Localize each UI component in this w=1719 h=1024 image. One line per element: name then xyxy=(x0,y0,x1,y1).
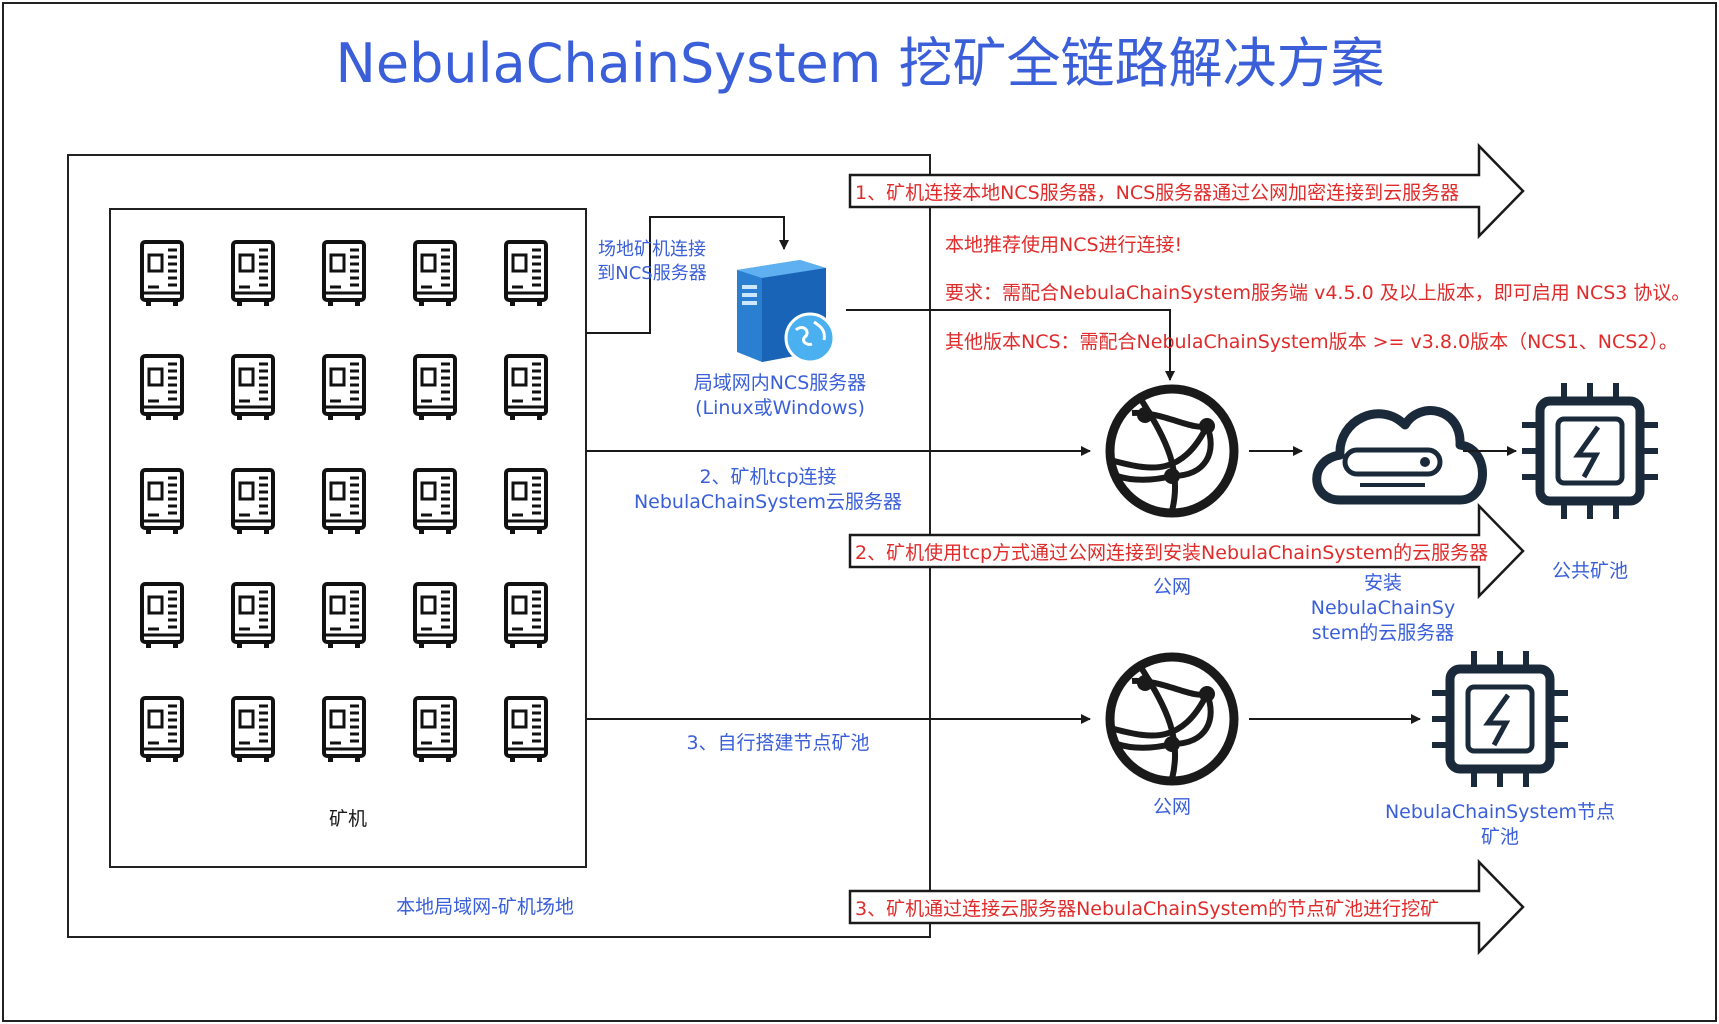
arrow2-label: 2、矿机使用tcp方式通过公网连接到安装NebulaChainSystem的云服… xyxy=(855,542,1488,564)
note-2: 要求：需配合NebulaChainSystem服务端 v4.5.0 及以上版本，… xyxy=(945,282,1690,304)
conn-self-label: 3、自行搭建节点矿池 xyxy=(686,732,869,754)
cloud-server-icon xyxy=(1312,406,1487,505)
miners-label: 矿机 xyxy=(329,808,367,830)
miner-icon xyxy=(231,240,275,308)
miner-box xyxy=(109,208,587,868)
connector-ncs-to-internet xyxy=(846,309,1175,381)
miner-icon xyxy=(140,696,184,764)
miner-icon xyxy=(140,240,184,308)
flow-arrow-1 xyxy=(848,142,1525,240)
server-globe-icon xyxy=(737,260,836,364)
miner-icon xyxy=(231,354,275,422)
internet2-label: 公网 xyxy=(1153,796,1191,818)
conn-tcp-line2: NebulaChainSystem云服务器 xyxy=(634,491,902,513)
node-pool-label2: 矿池 xyxy=(1481,826,1519,848)
miner-icon xyxy=(413,354,457,422)
miner-icon xyxy=(504,468,548,536)
cloud-server-label1: 安装 xyxy=(1364,572,1402,594)
miner-icon xyxy=(322,582,366,650)
miner-icon xyxy=(413,240,457,308)
miner-icon xyxy=(322,240,366,308)
miner-icon xyxy=(413,582,457,650)
miner-icon xyxy=(413,696,457,764)
page-title: NebulaChainSystem 挖矿全链路解决方案 xyxy=(336,32,1385,95)
miner-icon xyxy=(504,354,548,422)
miner-icon xyxy=(322,696,366,764)
arrow3-label: 3、矿机通过连接云服务器NebulaChainSystem的节点矿池进行挖矿 xyxy=(855,898,1439,920)
arrow1-label: 1、矿机连接本地NCS服务器，NCS服务器通过公网加密连接到云服务器 xyxy=(855,182,1459,204)
miner-icon xyxy=(231,696,275,764)
miner-grid xyxy=(140,240,548,764)
ncs-server-label2: (Linux或Windows) xyxy=(695,397,865,419)
conn-to-ncs-line2: 到NCS服务器 xyxy=(597,263,706,284)
conn-tcp-line1: 2、矿机tcp连接 xyxy=(699,466,836,488)
miner-icon xyxy=(231,468,275,536)
ncs-server-label1: 局域网内NCS服务器 xyxy=(694,372,867,394)
miner-icon xyxy=(231,582,275,650)
miner-icon xyxy=(322,468,366,536)
miner-icon xyxy=(504,582,548,650)
flow-arrow-2 xyxy=(848,502,1525,600)
miner-icon xyxy=(140,582,184,650)
node-pool-label1: NebulaChainSystem节点 xyxy=(1385,801,1615,823)
miner-icon xyxy=(140,354,184,422)
cloud-server-label2: NebulaChainSy xyxy=(1311,597,1456,619)
internet-globe-icon-2 xyxy=(1110,657,1234,781)
lan-label: 本地局域网-矿机场地 xyxy=(396,896,574,918)
note-3: 其他版本NCS：需配合NebulaChainSystem版本 >= v3.8.0… xyxy=(945,331,1678,353)
miner-icon xyxy=(504,696,548,764)
miner-icon xyxy=(140,468,184,536)
miner-icon xyxy=(322,354,366,422)
flow-arrow-3 xyxy=(848,858,1525,956)
miner-icon xyxy=(413,468,457,536)
chip-icon xyxy=(1522,383,1658,519)
cloud-server-label3: stem的云服务器 xyxy=(1312,622,1455,644)
internet-globe-icon xyxy=(1110,389,1234,513)
note-1: 本地推荐使用NCS进行连接! xyxy=(945,234,1182,256)
miner-icon xyxy=(504,240,548,308)
internet1-label: 公网 xyxy=(1153,576,1191,598)
conn-to-ncs-line1: 场地矿机连接 xyxy=(598,239,706,260)
chip-icon-node-pool xyxy=(1432,651,1568,787)
public-pool-label: 公共矿池 xyxy=(1552,560,1628,582)
connector-miners-to-ncs xyxy=(586,216,789,334)
